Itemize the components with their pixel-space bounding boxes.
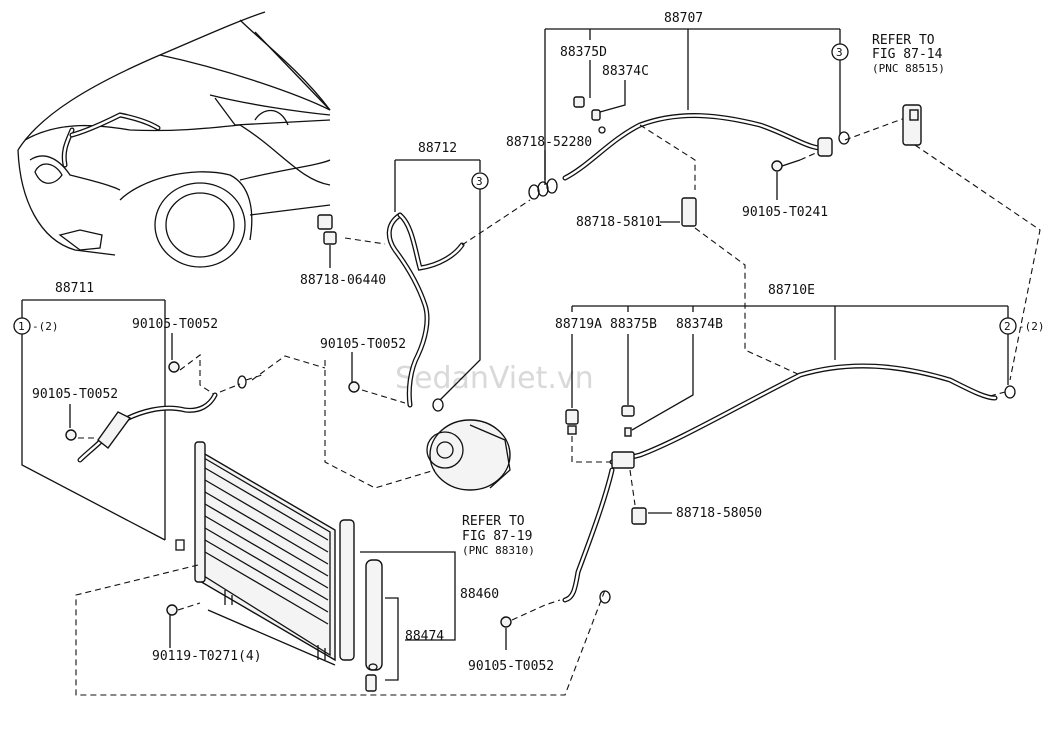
label-88374C: 88374C: [602, 64, 649, 79]
clamp-58050: [631, 507, 647, 525]
label-88375B: 88375B: [610, 317, 657, 332]
label-90105-T0052-right: 90105-T0052: [468, 659, 554, 674]
label-88719A: 88719A: [555, 317, 602, 332]
expansion-valve: [902, 104, 922, 146]
o-rings-top: [528, 131, 850, 200]
bolt-T0052-left: [65, 429, 77, 441]
pipe-88707: [562, 113, 833, 181]
clamp-58101: [681, 197, 697, 227]
pipe-88712: [386, 212, 465, 412]
label-88474: 88474: [405, 629, 444, 644]
clamp-06440: [317, 214, 337, 245]
label-88718-58050: 88718-58050: [676, 506, 762, 521]
label-90119-T0271: 90119-T0271(4): [152, 649, 262, 664]
hose-88711: [77, 375, 247, 463]
valve-parts-right: [565, 405, 635, 437]
refer-pnc-2: (PNC 88310): [462, 544, 535, 557]
label-88707: 88707: [664, 11, 703, 26]
refer-fig-1: FIG 87-14: [872, 47, 943, 62]
label-88712: 88712: [418, 141, 457, 156]
bolt-T0052-left-top: [168, 361, 180, 373]
label-90105-T0241: 90105-T0241: [742, 205, 828, 220]
compressor: [426, 419, 511, 491]
callout-3-mid-number: 3: [476, 175, 483, 188]
bolt-T0271: [166, 604, 178, 616]
label-88710E: 88710E: [768, 283, 815, 298]
label-1-qty: -(2): [32, 320, 59, 333]
label-90105-T0052-left: 90105-T0052: [32, 387, 118, 402]
label-88711: 88711: [55, 281, 94, 296]
label-88718-52280: 88718-52280: [506, 135, 592, 150]
bolt-T0052-mid: [348, 381, 360, 393]
car-illustration: [17, 11, 331, 268]
refer-to-2: REFER TO: [462, 514, 525, 529]
callout-3-top-number: 3: [836, 46, 843, 59]
condenser-88460: [175, 441, 355, 662]
label-88375D: 88375D: [560, 45, 607, 60]
watermark: SedanViet.vn: [395, 361, 594, 396]
callout-2-number: 2: [1004, 320, 1011, 333]
label-90105-T0052-mid: 90105-T0052: [320, 337, 406, 352]
label-88460: 88460: [460, 587, 499, 602]
refer-to-1: REFER TO: [872, 33, 935, 48]
refer-pnc-1: (PNC 88515): [872, 62, 945, 75]
callout-1-number: 1: [18, 320, 25, 333]
label-88718-58101: 88718-58101: [576, 215, 662, 230]
receiver-88474: [365, 559, 383, 692]
bolt-T0052-right: [500, 616, 512, 628]
label-2-qty: -(2): [1018, 320, 1045, 333]
bolt-T0241: [771, 159, 801, 172]
valve-caps-top: [573, 96, 606, 134]
label-90105-T0052-top: 90105-T0052: [132, 317, 218, 332]
label-88718-06440: 88718-06440: [300, 273, 386, 288]
pipe-88710E: [562, 363, 1016, 604]
refer-fig-2: FIG 87-19: [462, 529, 532, 544]
label-88374B: 88374B: [676, 317, 723, 332]
